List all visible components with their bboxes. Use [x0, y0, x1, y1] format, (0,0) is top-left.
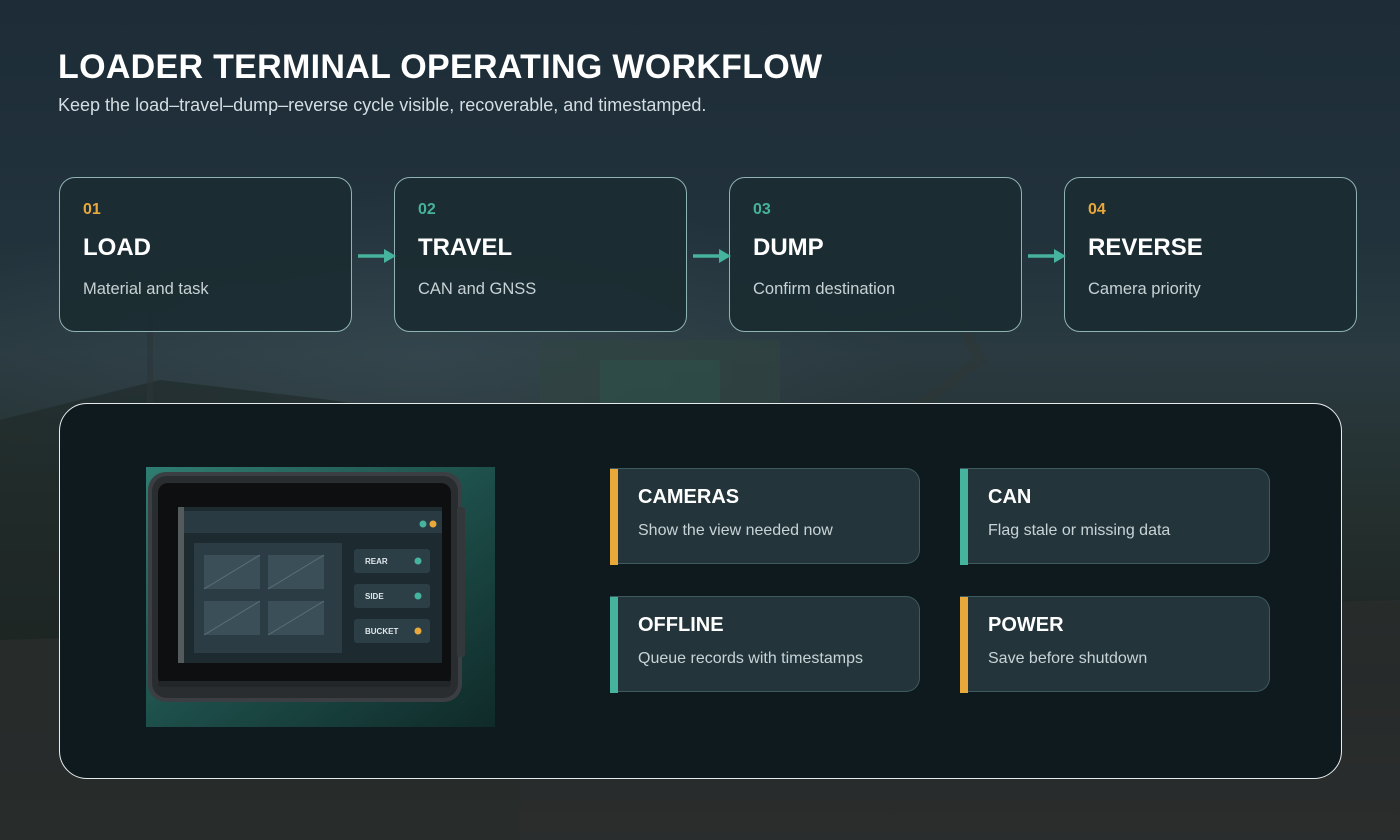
feature-description: Show the view needed now	[638, 522, 833, 539]
right-arrow-icon	[693, 249, 731, 263]
feature-card-power: POWER Save before shutdown	[960, 596, 1270, 693]
accent-bar	[610, 597, 618, 693]
step-description: Material and task	[83, 280, 209, 298]
tablet-screen-header	[184, 511, 442, 533]
camera-button-label: BUCKET	[365, 627, 398, 636]
camera-tile	[267, 600, 325, 636]
camera-button-label: SIDE	[365, 592, 384, 601]
step-number: 03	[753, 201, 771, 218]
accent-bar	[610, 469, 618, 565]
step-title: DUMP	[753, 234, 824, 261]
step-card-load: 01 LOAD Material and task	[59, 177, 352, 332]
feature-description: Flag stale or missing data	[988, 522, 1171, 539]
feature-title: POWER	[988, 614, 1064, 636]
accent-bar	[960, 597, 968, 693]
page-subtitle: Keep the load–travel–dump–reverse cycle …	[58, 95, 707, 115]
step-number: 01	[83, 201, 101, 218]
tablet-side-grip	[457, 507, 465, 657]
step-description: Confirm destination	[753, 280, 896, 298]
right-arrow-icon	[1028, 249, 1066, 263]
camera-tile	[203, 554, 261, 590]
step-title: LOAD	[83, 234, 151, 261]
step-card-travel: 02 TRAVEL CAN and GNSS	[394, 177, 687, 332]
indicator-dot	[414, 627, 422, 635]
feature-title: CAMERAS	[638, 486, 740, 508]
camera-button-side	[354, 584, 430, 608]
feature-card-offline: OFFLINE Queue records with timestamps	[610, 596, 920, 693]
camera-button-bucket	[354, 619, 430, 643]
step-title: REVERSE	[1088, 234, 1203, 261]
step-description: Camera priority	[1088, 280, 1201, 298]
tablet-graphic: REAR SIDE BUCKET	[146, 467, 495, 727]
step-card-reverse: 04 REVERSE Camera priority	[1064, 177, 1357, 332]
rugged-tablet-illustration: REAR SIDE BUCKET	[146, 467, 495, 727]
status-dot-teal	[419, 520, 427, 528]
accent-bar	[960, 469, 968, 565]
camera-tile	[203, 600, 261, 636]
step-number: 02	[418, 201, 436, 218]
right-arrow-icon	[358, 249, 396, 263]
step-number: 04	[1088, 201, 1106, 218]
feature-description: Queue records with timestamps	[638, 650, 863, 667]
step-card-dump: 03 DUMP Confirm destination	[729, 177, 1022, 332]
feature-description: Save before shutdown	[988, 650, 1148, 667]
feature-title: CAN	[988, 486, 1032, 508]
step-description: CAN and GNSS	[418, 280, 537, 298]
feature-title: OFFLINE	[638, 614, 724, 636]
status-dot-amber	[429, 520, 437, 528]
step-title: TRAVEL	[418, 234, 513, 261]
indicator-dot	[414, 557, 422, 565]
feature-card-can: CAN Flag stale or missing data	[960, 468, 1270, 565]
camera-tile	[267, 554, 325, 590]
feature-card-cameras: CAMERAS Show the view needed now	[610, 468, 920, 565]
camera-button-label: REAR	[365, 557, 388, 566]
indicator-dot	[414, 592, 422, 600]
camera-button-rear	[354, 549, 430, 573]
page-title: LOADER TERMINAL OPERATING WORKFLOW	[58, 48, 823, 86]
